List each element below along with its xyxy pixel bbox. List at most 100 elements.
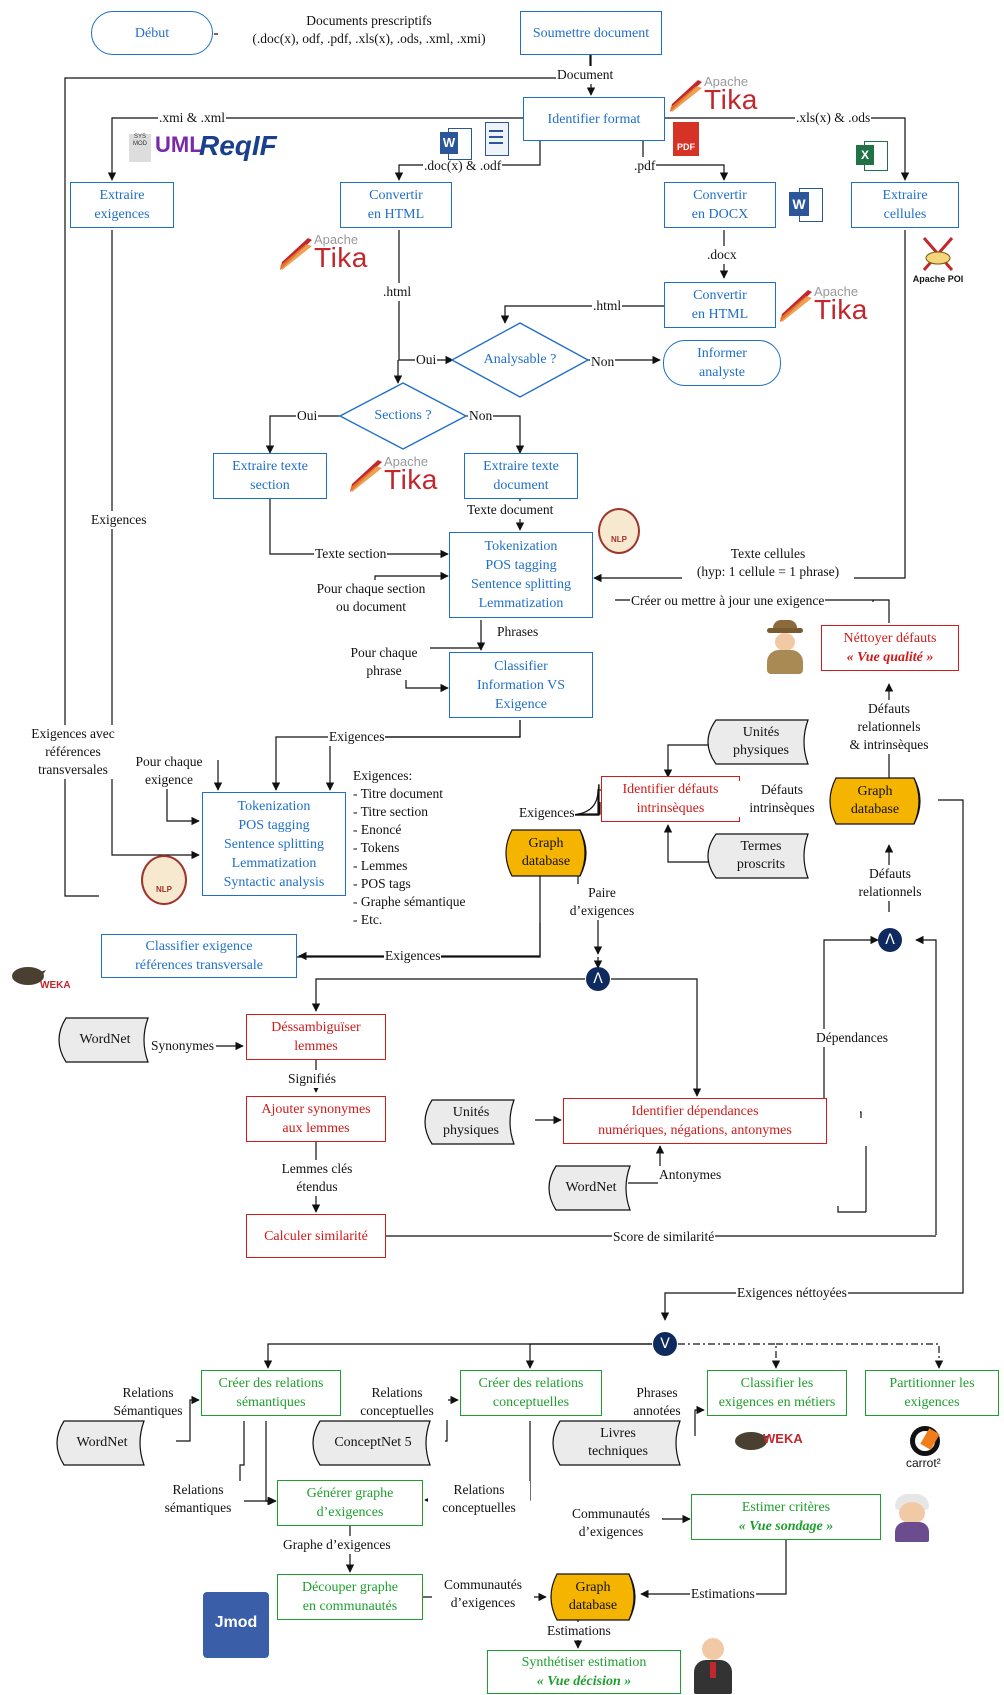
label-html-2: .html	[592, 297, 623, 315]
apache-tika-logo-3: Apache Tika	[778, 284, 878, 326]
and-gate-1: Λ	[586, 967, 610, 991]
unites-physiques-1: Unités physiques	[733, 725, 789, 758]
manager-icon	[690, 1638, 736, 1694]
convertir-docx-box: Convertir en DOCX	[664, 182, 776, 228]
classifier-reference-box: Classifier exigence références transvers…	[101, 934, 297, 978]
label-exigences-mid: Exigences	[328, 728, 386, 746]
ajouter-synonymes-box: Ajouter synonymes aux lemmes	[246, 1096, 386, 1142]
label-signifies: Signifiés	[287, 1070, 338, 1088]
extraire-cellules-box: Extraire cellules	[851, 182, 959, 228]
label-phrases: Phrases	[496, 623, 540, 641]
label-html-1: .html	[382, 283, 413, 301]
termes-proscrits-shape	[707, 833, 809, 879]
extraire-exigences-box: Extraire exigences	[70, 182, 174, 228]
label-synonymes: Synonymes	[150, 1037, 216, 1055]
word-icon-1: W	[440, 126, 472, 160]
carrot2-logo: carrot²	[906, 1426, 950, 1474]
tokenization-1-box: Tokenization POS tagging Sentence splitt…	[449, 532, 593, 618]
conceptnet: ConceptNet 5	[334, 1435, 412, 1450]
weka-logo-1: WEKA	[10, 962, 71, 1002]
vue-decision: « Vue décision »	[536, 1674, 632, 1689]
label-pour-chaque-exigence: Pour chaque exigence	[124, 753, 214, 789]
label-docx: .docx	[706, 246, 738, 264]
graph-database-1: Graph database	[521, 836, 571, 869]
label-doc-odf: .doc(x) & .odf	[423, 157, 503, 175]
graph-database-2: Graph database	[850, 784, 900, 817]
unites-physiques-2: Unités physiques	[443, 1105, 499, 1138]
word-icon-2: W	[789, 186, 823, 224]
label-texte-cellules: Texte cellules (hyp: 1 cellule = 1 phras…	[682, 545, 854, 581]
label-graphe-exigences: Graphe d’exigences	[282, 1536, 392, 1554]
analysable-diamond	[450, 322, 590, 398]
apache-poi-logo: Apache POI	[908, 236, 968, 292]
or-gate: V	[653, 1332, 677, 1356]
classifier-information-box: Classifier Information VS Exigence	[449, 652, 593, 718]
label-defauts-intrinseques: Défauts intrinsèques	[738, 781, 826, 817]
decouper-graphe-box: Découper graphe en communautés	[277, 1574, 423, 1620]
label-score: Score de similarité	[612, 1228, 716, 1246]
label-oui-2: Oui	[296, 407, 319, 425]
label-exigences-left: Exigences	[90, 511, 148, 529]
estimer-criteres-box: Estimer critères « Vue sondage »	[691, 1494, 881, 1540]
stanford-nlp-logo-1: NLP	[598, 508, 640, 554]
convertir-html-1-box: Convertir en HTML	[340, 182, 452, 228]
livres-techniques: Livres techniques	[588, 1426, 648, 1459]
label-pour-chaque-section: Pour chaque section ou document	[300, 580, 442, 616]
analysable-label: Analysable ?	[483, 352, 557, 367]
extraire-texte-section-box: Extraire texte section	[213, 453, 327, 499]
nettoyer-defauts-box: Néttoyer défauts « Vue qualité »	[821, 625, 959, 671]
label-communautes-1: Communautés d’exigences	[560, 1505, 662, 1541]
label-exigences-db: Exigences	[518, 804, 576, 822]
apache-tika-logo-4: Apache Tika	[348, 454, 448, 496]
label-texte-document: Texte document	[466, 501, 555, 519]
label-relations-conceptuelles-1: Relations conceptuelles	[346, 1384, 448, 1420]
unites-physiques-2-shape	[424, 1099, 515, 1145]
label-antonymes: Antonymes	[658, 1166, 723, 1184]
identifier-defauts-box: Identifier défauts intrinsèques	[601, 776, 740, 822]
detective-icon	[761, 620, 809, 676]
label-communautes-2: Communautés d’exigences	[432, 1576, 534, 1612]
nettoyer-title: Néttoyer défauts	[843, 631, 937, 646]
label-creer-maj: Créer ou mettre à jour une exigence	[630, 592, 826, 610]
label-dependances: Dépendances	[815, 1029, 889, 1047]
label-document: Document	[556, 66, 615, 84]
wordnet-3: WordNet	[76, 1435, 128, 1450]
conceptnet-shape	[312, 1420, 431, 1466]
label-documents-prescriptifs: Documents prescriptifs (.doc(x), odf, .p…	[218, 12, 520, 48]
identifier-dependances-box: Identifier dépendances numériques, négat…	[563, 1098, 827, 1144]
start-node: Début	[91, 11, 213, 55]
estimer-title: Estimer critères	[741, 1500, 831, 1515]
label-lemmes-cles: Lemmes clés étendus	[266, 1160, 368, 1196]
calculer-similarite-box: Calculer similarité	[246, 1214, 386, 1258]
excel-icon: X	[856, 139, 888, 171]
soumettre-document-box: Soumettre document	[520, 11, 662, 55]
apache-tika-logo-2: Apache Tika	[278, 232, 378, 274]
sections-label: Sections ?	[374, 408, 432, 423]
apache-tika-logo-1: Apache Tika	[668, 74, 768, 116]
generer-graphe-box: Générer graphe d’exigences	[277, 1480, 423, 1526]
weka-logo-2: WEKA	[733, 1425, 803, 1461]
label-xmi-xml: .xmi & .xml	[158, 109, 227, 127]
label-exigences-classif: Exigences	[384, 947, 442, 965]
partitionner-box: Partitionner les exigences	[865, 1370, 999, 1416]
jmod-logo: Jmod	[203, 1592, 269, 1658]
label-relations-semantiques-2: Relations sémantiques	[152, 1481, 244, 1517]
label-non-1: Non	[590, 353, 616, 371]
synthetiser-estimation-box: Synthétiser estimation « Vue décision »	[487, 1650, 681, 1694]
vue-sondage: « Vue sondage »	[738, 1519, 834, 1534]
label-oui-1: Oui	[415, 351, 438, 369]
label-exigences-list: Exigences: - Titre document - Titre sect…	[353, 768, 466, 927]
scientist-icon	[891, 1494, 933, 1542]
unites-physiques-1-shape	[707, 719, 809, 765]
graph-database-3: Graph database	[568, 1580, 618, 1613]
label-relations-semantiques-1: Relations Sémantiques	[107, 1384, 189, 1420]
classifier-metiers-box: Classifier les exigences en métiers	[707, 1370, 847, 1416]
extraire-texte-document-box: Extraire texte document	[464, 453, 578, 499]
label-phrases-annotees: Phrases annotées	[620, 1384, 694, 1420]
label-estimations-2: Estimations	[546, 1622, 612, 1640]
label-estimations-1: Estimations	[690, 1585, 756, 1603]
wordnet-2: WordNet	[565, 1180, 617, 1195]
tokenization-2-box: Tokenization POS tagging Sentence splitt…	[202, 792, 346, 896]
